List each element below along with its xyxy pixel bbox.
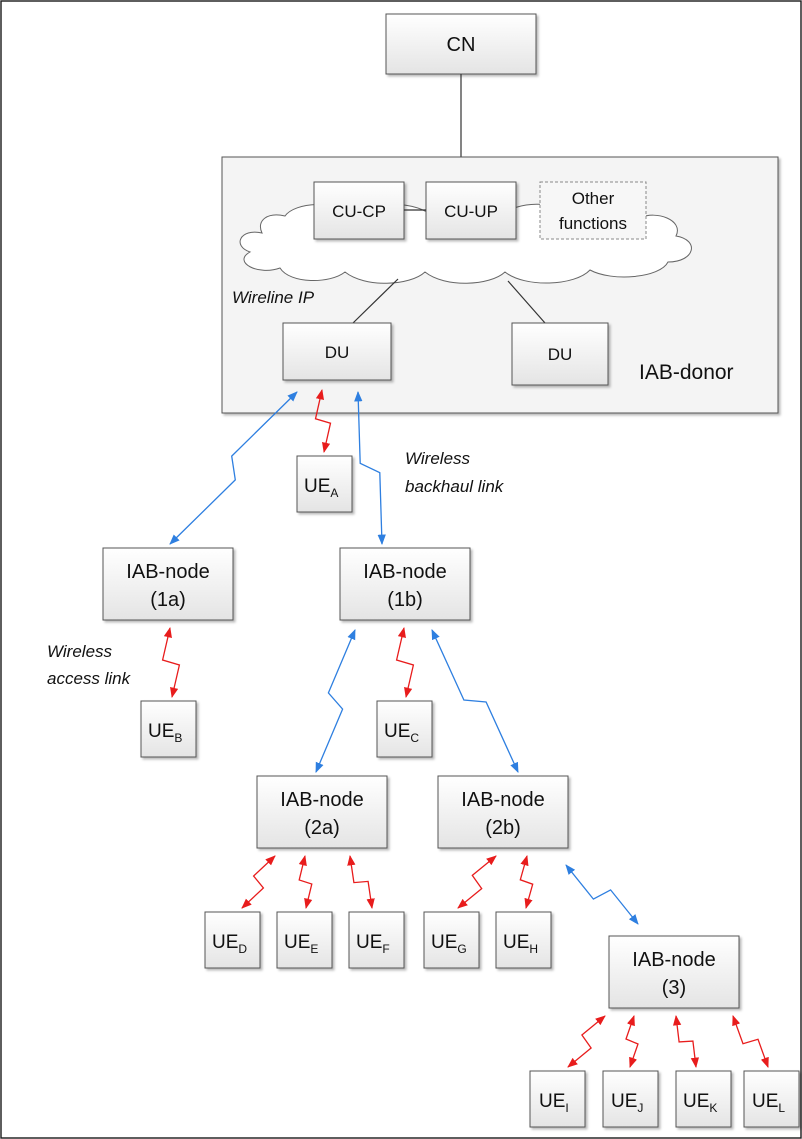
iab-node-2b-name: IAB-node xyxy=(461,789,544,811)
svg-text:UEJ: UEJ xyxy=(611,1091,643,1115)
cu-cp-box xyxy=(313,181,405,240)
du-right-box xyxy=(511,322,609,386)
ue-a: UEA xyxy=(296,455,353,513)
svg-text:UEH: UEH xyxy=(503,932,538,956)
wireless-links xyxy=(161,388,769,1069)
backhaul-label-1: Wireless xyxy=(405,449,471,468)
iab-node-1a: IAB-node (1a) xyxy=(102,547,234,621)
backhaul-link-1b-2a xyxy=(315,629,356,773)
iab-node-1b-id: (1b) xyxy=(387,589,423,611)
backhaul-link-1b-2b xyxy=(431,629,519,773)
du-right-label: DU xyxy=(548,345,573,364)
iab-node-3: IAB-node (3) xyxy=(608,935,740,1009)
access-link-3-ue-j xyxy=(625,1015,639,1068)
svg-text:UEE: UEE xyxy=(284,932,318,956)
ue-k: UEK xyxy=(675,1070,732,1128)
svg-text:UEB: UEB xyxy=(148,721,182,745)
access-link-1a-ue-b xyxy=(161,626,181,699)
iab-donor-label: IAB-donor xyxy=(639,361,734,384)
svg-text:UEF: UEF xyxy=(356,932,390,956)
core-network-node: CN xyxy=(385,13,537,75)
ue-d: UED xyxy=(204,911,261,969)
ue-l: UEL xyxy=(743,1070,800,1128)
backhaul-link-du-1b xyxy=(354,390,386,546)
ue-i: UEI xyxy=(529,1070,586,1128)
ue-b: UEB xyxy=(140,700,197,758)
access-link-du-ue-a xyxy=(314,388,332,454)
iab-node-2a: IAB-node (2a) xyxy=(256,775,388,849)
access-link-2b-ue-g xyxy=(457,855,497,909)
access-label-1: Wireless xyxy=(47,642,113,661)
cloud-du-left-wire xyxy=(352,278,399,324)
svg-text:UEC: UEC xyxy=(384,721,419,745)
svg-text:UEK: UEK xyxy=(683,1091,717,1115)
iab-donor: CU-CP CU-UP Other functions Wireline IP … xyxy=(221,156,779,414)
other-functions-label-2: functions xyxy=(559,214,627,233)
du-left-label: DU xyxy=(325,343,350,362)
access-link-2a-ue-d xyxy=(241,855,276,909)
ue-f: UEF xyxy=(348,911,405,969)
iab-node-1b: IAB-node (1b) xyxy=(339,547,471,621)
ue-c: UEC xyxy=(376,700,433,758)
access-label-2: access link xyxy=(47,669,132,688)
ue-j: UEJ xyxy=(602,1070,659,1128)
core-network-label: CN xyxy=(447,34,476,56)
iab-node-2b: IAB-node (2b) xyxy=(437,775,569,849)
iab-node-1b-name: IAB-node xyxy=(363,561,446,583)
cu-cp-label: CU-CP xyxy=(332,202,386,221)
svg-text:UED: UED xyxy=(212,932,247,956)
backhaul-label-2: backhaul link xyxy=(405,477,505,496)
iab-node-2a-name: IAB-node xyxy=(280,789,363,811)
wireline-ip-label: Wireline IP xyxy=(232,288,315,307)
ue-g: UEG xyxy=(423,911,480,969)
access-link-3-ue-l xyxy=(732,1015,769,1068)
iab-node-3-id: (3) xyxy=(662,977,686,999)
cu-up-box xyxy=(425,181,517,240)
iab-node-1a-name: IAB-node xyxy=(126,561,209,583)
iab-node-2b-id: (2b) xyxy=(485,817,521,839)
access-link-3-ue-i xyxy=(567,1015,606,1068)
du-left-box xyxy=(282,322,392,381)
backhaul-link-2b-3 xyxy=(565,864,639,925)
access-link-1b-ue-c xyxy=(395,626,415,699)
backhaul-link-du-1a xyxy=(169,391,298,545)
other-functions-label-1: Other xyxy=(572,189,615,208)
access-link-2b-ue-h xyxy=(519,854,534,910)
ue-h: UEH xyxy=(495,911,552,969)
svg-text:UEG: UEG xyxy=(431,932,467,956)
iab-node-3-name: IAB-node xyxy=(632,949,715,971)
svg-text:UEL: UEL xyxy=(752,1091,785,1115)
other-functions-box xyxy=(539,181,647,240)
svg-text:UEA: UEA xyxy=(304,476,338,500)
svg-text:UEI: UEI xyxy=(539,1091,569,1115)
ue-e: UEE xyxy=(276,911,333,969)
access-link-2a-ue-f xyxy=(347,854,375,910)
cloud-du-right-wire xyxy=(507,280,546,324)
cu-up-label: CU-UP xyxy=(444,202,498,221)
access-link-2a-ue-e xyxy=(298,854,313,910)
access-link-3-ue-k xyxy=(672,1014,700,1069)
iab-node-2a-id: (2a) xyxy=(304,817,340,839)
iab-node-1a-id: (1a) xyxy=(150,589,186,611)
